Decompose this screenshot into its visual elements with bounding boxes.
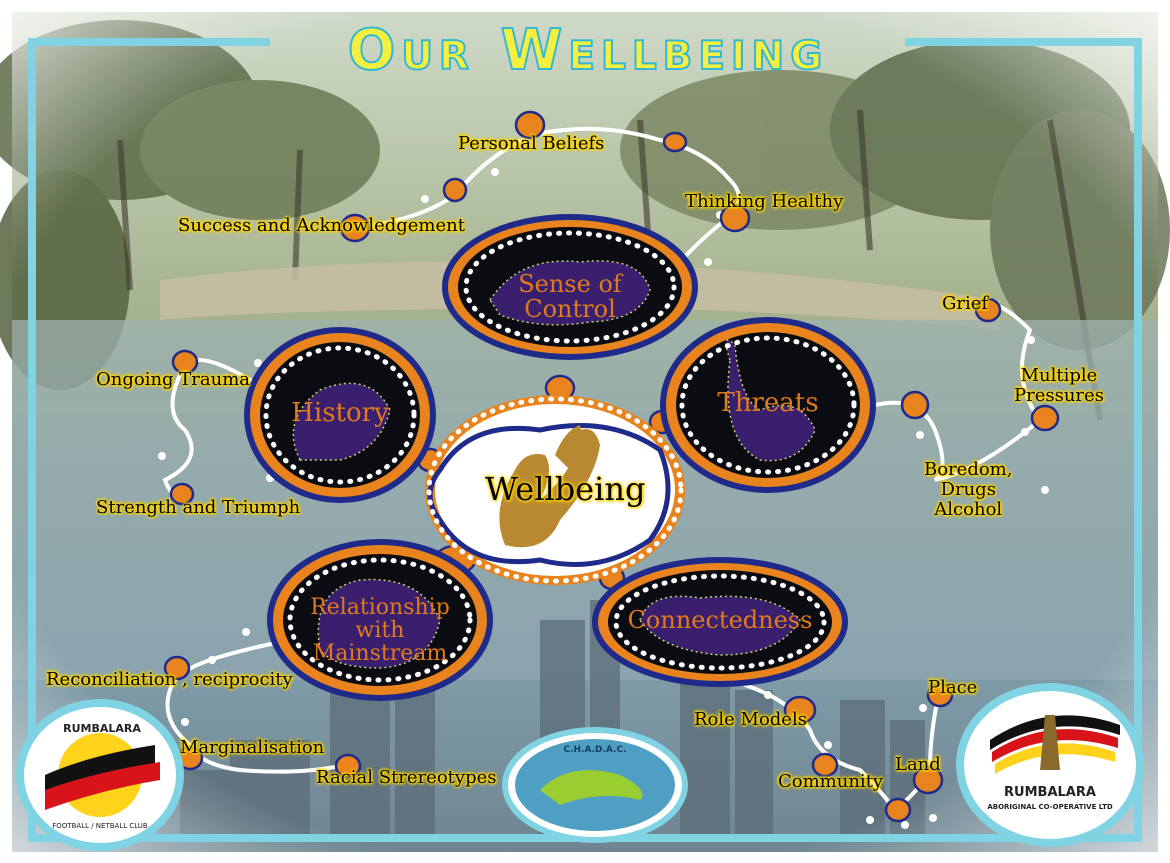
logo-left-arc-top: RUMBALARA: [63, 722, 141, 735]
label-land: Land: [895, 754, 941, 775]
label-drugs: Drugs: [940, 478, 996, 500]
node-label-relationship-line1: Relationship: [310, 595, 450, 620]
node-history-shape: [244, 327, 436, 503]
node-dot-rings: [263, 230, 857, 683]
label-reconciliation: Reconciliation , reciprocity: [46, 669, 293, 690]
label-place: Place: [928, 677, 978, 698]
node-connectedness-shape: [592, 557, 848, 687]
node-label-relationship: Relationship with Mainstream: [300, 596, 460, 665]
label-alcohol: Alcohol: [934, 498, 1003, 520]
label-racial-stereotypes: Racial Strereotypes: [316, 767, 497, 788]
logo-right-cooperative: [956, 683, 1144, 847]
label-thinking-healthy: Thinking Healthy: [685, 191, 844, 212]
label-boredom-drugs-alcohol: Boredom, Drugs Alcohol: [924, 460, 1012, 519]
logo-left-club: [16, 699, 184, 851]
logo-center-text: C.H.A.D.A.C.: [563, 745, 627, 755]
logo-left-arc-bottom: FOOTBALL / NETBALL CLUB: [52, 822, 148, 830]
node-label-threats: Threats: [717, 388, 819, 418]
node-threats-shape: [660, 317, 876, 493]
label-role-models: Role Models: [694, 709, 807, 730]
node-sense-of-control-shape: [442, 214, 698, 360]
node-label-sense-of-control: Sense of Control: [518, 270, 622, 324]
label-strength-triumph: Strength and Triumph: [96, 497, 301, 518]
white-dots: [158, 168, 1049, 829]
logo-right-subtitle: ABORIGINAL CO-OPERATIVE LTD: [987, 803, 1113, 811]
label-community: Community: [778, 771, 884, 792]
poster-title: Our Wellbeing: [347, 17, 829, 84]
wellbeing-center-shape: [425, 395, 685, 585]
label-multiple-pressures: Multiple Pressures: [1014, 366, 1104, 406]
label-ongoing-trauma: Ongoing Trauma: [96, 369, 251, 390]
node-label-history: History: [291, 398, 389, 428]
label-pressures: Pressures: [1014, 384, 1104, 406]
label-personal-beliefs: Personal Beliefs: [458, 133, 605, 154]
logo-right-name: RUMBALARA: [1004, 785, 1096, 800]
label-marginalisation: Marginalisation: [180, 737, 325, 758]
path-bottom-left: [165, 638, 347, 774]
path-right: [873, 302, 1043, 482]
node-label-connectedness: Connectedness: [627, 606, 813, 634]
label-boredom: Boredom,: [924, 459, 1013, 480]
node-relationship-shape: [267, 539, 493, 701]
logo-center-chadac: [502, 727, 688, 843]
label-grief: Grief: [942, 293, 989, 314]
center-label-wellbeing: Wellbeing: [485, 470, 646, 508]
label-multiple: Multiple: [1020, 365, 1098, 386]
label-success-acknowledgement: Success and Acknowledgement: [178, 215, 465, 236]
node-label-relationship-line2: with Mainstream: [312, 618, 448, 667]
